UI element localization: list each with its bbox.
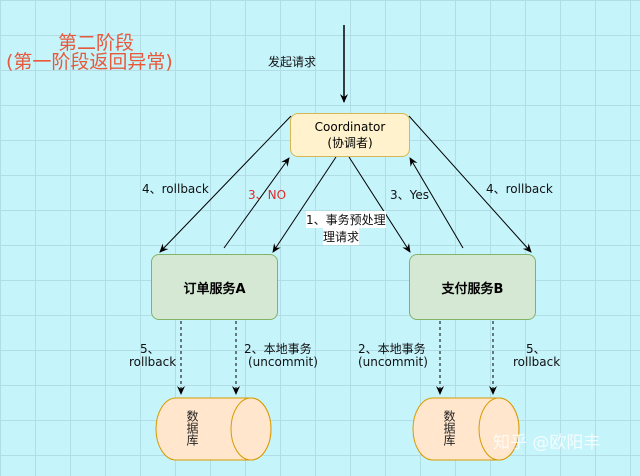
rollback-arrow-a	[159, 115, 292, 253]
a-local-label-2: (uncommit)	[248, 355, 318, 369]
database-a-label: 数据库	[185, 410, 199, 446]
service-a-label: 订单服务A	[183, 281, 246, 297]
b-rollback-label-2: rollback	[513, 355, 561, 369]
prepare-arrow-a	[272, 156, 337, 253]
diagram-title: 第二阶段	[58, 32, 135, 54]
b-local-label-2: (uncommit)	[358, 355, 428, 369]
database-b-label: 数据库	[442, 410, 456, 446]
no-arrow	[223, 157, 290, 249]
yes-arrow	[409, 157, 464, 249]
service-b-label: 支付服务B	[441, 281, 504, 297]
a-rollback-label-2: rollback	[129, 355, 177, 369]
rollback-right-label: 4、rollback	[486, 182, 553, 196]
yes-label: 3、Yes	[390, 188, 430, 202]
b-local-label-1: 2、本地事务	[358, 342, 426, 356]
service-a-node: 订单服务A	[151, 254, 278, 320]
prepare-label-1: 1、事务预处理	[306, 211, 386, 228]
service-b-node: 支付服务B	[409, 254, 536, 320]
prepare-arrow-b	[348, 156, 411, 253]
a-rollback-label-1: 5、	[140, 342, 160, 356]
a-local-label-1: 2、本地事务	[244, 342, 312, 356]
diagram-subtitle: (第一阶段返回异常)	[6, 51, 173, 73]
database-b	[412, 397, 520, 461]
rollback-left-label: 4、rollback	[142, 182, 209, 196]
request-label: 发起请求	[268, 55, 317, 69]
b-rollback-label-1: 5、	[526, 342, 546, 356]
coordinator-name: Coordinator	[314, 119, 386, 134]
coordinator-subtitle: (协调者)	[327, 135, 373, 150]
database-a	[155, 397, 272, 461]
watermark: 知乎 @欧阳丰	[493, 433, 601, 453]
rollback-arrow-b	[408, 115, 532, 253]
no-label: 3、NO	[248, 188, 287, 202]
coordinator-node: Coordinator (协调者)	[290, 113, 410, 157]
prepare-label-2: 理请求	[323, 228, 360, 245]
